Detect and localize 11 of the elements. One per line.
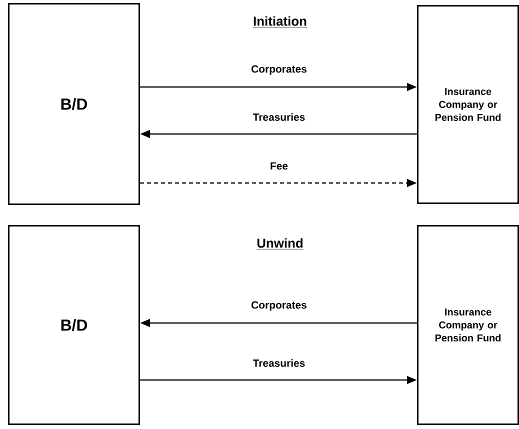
section-title: Unwind xyxy=(256,238,304,250)
party-box: B/D xyxy=(8,3,140,205)
section-title: Initiation xyxy=(252,16,308,28)
party-box: B/D xyxy=(8,225,140,425)
party-box: Insurance Company or Pension Fund xyxy=(417,225,519,425)
party-box: Insurance Company or Pension Fund xyxy=(417,5,519,204)
edge-label: Fee xyxy=(269,161,290,171)
edge-label: Treasuries xyxy=(252,358,306,368)
edge-label: Corporates xyxy=(250,64,308,76)
edge-label: Corporates xyxy=(250,300,308,312)
edge-label: Treasuries xyxy=(252,112,306,122)
